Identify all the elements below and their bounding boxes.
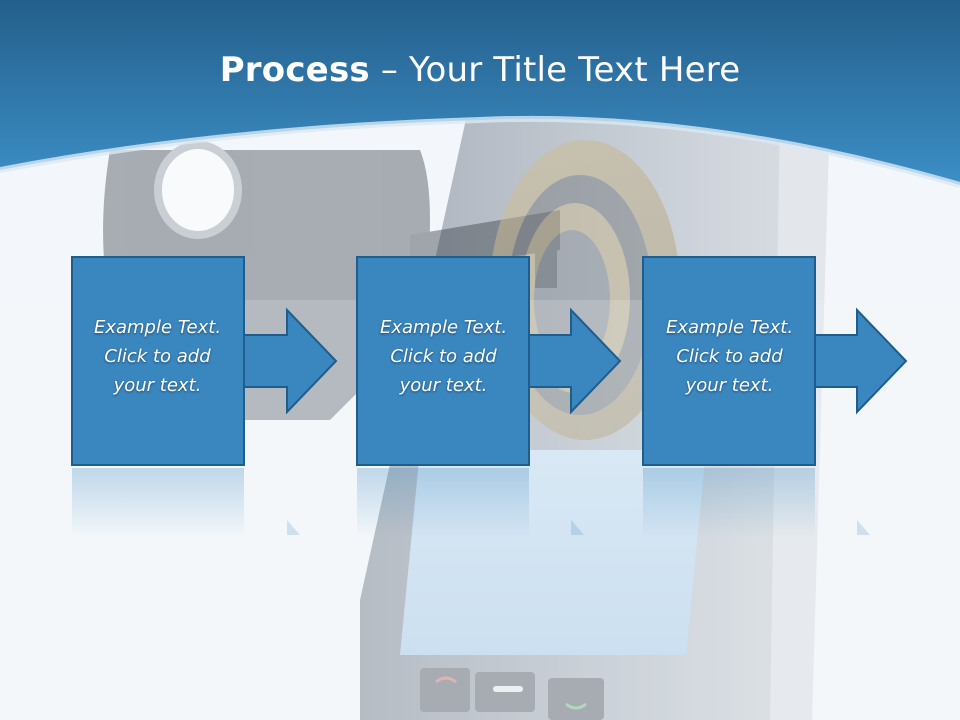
step-3-line-2: Click to add <box>676 346 783 367</box>
step-3-text[interactable]: Example Text. Click to add your text. <box>643 313 816 400</box>
title-bold: Process <box>219 50 370 90</box>
step-2-line-3: your text. <box>399 375 488 396</box>
step-2-line-2: Click to add <box>390 346 497 367</box>
title-rest: – Your Title Text Here <box>369 50 741 90</box>
step-1-line-3: your text. <box>113 375 202 396</box>
process-step-2[interactable]: Example Text. Click to add your text. <box>357 257 530 465</box>
process-step-3[interactable]: Example Text. Click to add your text. <box>643 257 816 465</box>
step-1-line-2: Click to add <box>104 346 211 367</box>
step-2-line-1: Example Text. <box>379 317 508 338</box>
step-3-line-1: Example Text. <box>665 317 794 338</box>
step-2-text[interactable]: Example Text. Click to add your text. <box>357 313 530 400</box>
step-1-text[interactable]: Example Text. Click to add your text. <box>71 313 244 400</box>
process-boxes <box>71 256 816 466</box>
slide-title[interactable]: Process – Your Title Text Here <box>0 50 960 90</box>
step-1-line-1: Example Text. <box>93 317 222 338</box>
step-3-line-3: your text. <box>685 375 774 396</box>
process-step-1[interactable]: Example Text. Click to add your text. <box>71 257 244 465</box>
arrow-right-icon <box>239 307 908 415</box>
box-reflections <box>72 468 870 538</box>
